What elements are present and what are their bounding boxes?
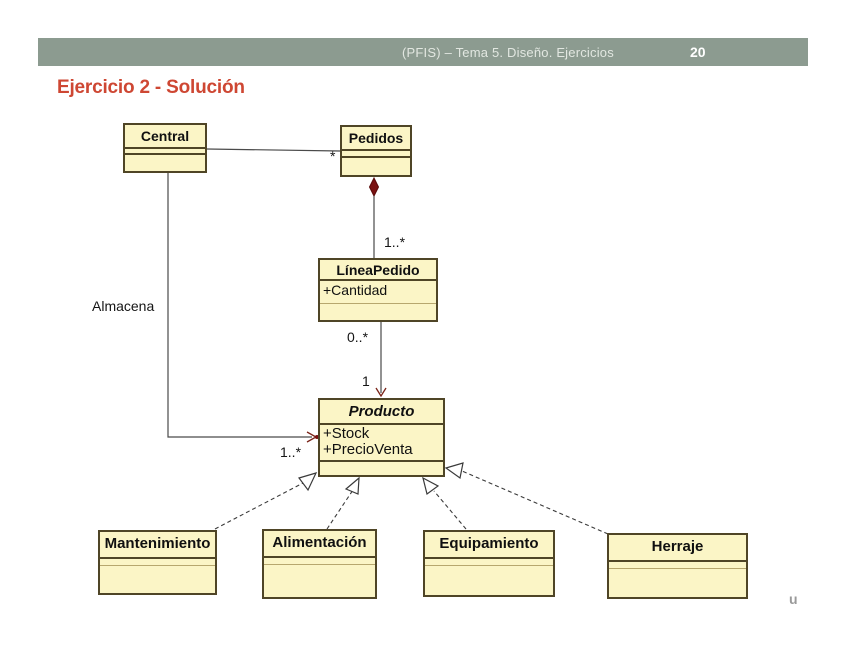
class-attributes: +Stock +PrecioVenta: [320, 423, 443, 460]
class-name: Producto: [348, 403, 415, 420]
class-operations: [125, 153, 205, 171]
class-box-alimentacion: Alimentación: [262, 529, 377, 599]
mult-central-pedidos: *: [330, 148, 336, 164]
attribute: +Stock: [323, 425, 370, 442]
class-attributes: [264, 556, 375, 564]
class-operations: [264, 564, 375, 597]
class-box-equipamiento: Equipamiento: [423, 530, 555, 597]
class-operations: [100, 565, 215, 593]
class-operations: [609, 568, 746, 597]
class-box-mantenimiento: Mantenimiento: [98, 530, 217, 595]
class-operations: [342, 156, 410, 175]
slide-title: Ejercicio 2 - Solución: [57, 77, 245, 98]
class-name: Pedidos: [348, 130, 404, 146]
generalization-triangle-icon: [422, 476, 440, 496]
class-attributes: [425, 557, 553, 565]
class-name: Mantenimiento: [104, 535, 211, 552]
generalization-alimentacion: [326, 489, 354, 530]
generalization-triangle-icon: [298, 472, 318, 492]
class-attributes: +Cantidad: [320, 279, 436, 303]
association-almacena: [167, 173, 312, 438]
mult-almacena: 1..*: [280, 444, 302, 460]
class-operations: [425, 565, 553, 595]
class-box-herraje: Herraje: [607, 533, 748, 599]
class-attributes: [125, 147, 205, 153]
class-box-pedidos: Pedidos: [340, 125, 412, 177]
class-name: Alimentación: [272, 534, 367, 551]
class-attributes: [100, 557, 215, 565]
attribute: +PrecioVenta: [323, 441, 413, 458]
almacena-label: Almacena: [92, 298, 154, 314]
slide-header-bar: (PFIS) – Tema 5. Diseño. Ejercicios 20: [38, 38, 808, 66]
mult-pedidos-lineapedido: 1..*: [384, 234, 406, 250]
attribute: +Cantidad: [323, 282, 388, 298]
class-name: LíneaPedido: [336, 262, 420, 278]
class-attributes: [609, 560, 746, 568]
header-title: (PFIS) – Tema 5. Diseño. Ejercicios: [402, 45, 614, 60]
class-box-lineapedido: LíneaPedido +Cantidad: [318, 258, 438, 322]
mult-lineapedido: 0..*: [347, 329, 369, 345]
generalization-equipamiento: [433, 490, 467, 530]
generalization-herraje: [461, 470, 609, 535]
generalization-triangle-icon: [444, 462, 464, 480]
open-arrowhead-icon: [375, 387, 387, 398]
class-name: Herraje: [651, 538, 704, 555]
footer-logo-glyph: u: [789, 591, 798, 607]
generalization-mantenimiento: [214, 482, 304, 530]
class-operations: [320, 460, 443, 475]
class-operations: [320, 303, 436, 320]
mult-producto: 1: [362, 373, 370, 389]
class-attributes: [342, 149, 410, 156]
class-box-central: Central: [123, 123, 207, 173]
class-name: Central: [140, 128, 190, 144]
association-central-pedidos: [206, 148, 341, 152]
class-box-producto: Producto +Stock +PrecioVenta: [318, 398, 445, 477]
composition-diamond-icon: [368, 176, 380, 198]
class-name: Equipamiento: [439, 535, 539, 552]
page-number: 20: [690, 44, 706, 60]
generalization-triangle-icon: [344, 476, 360, 495]
